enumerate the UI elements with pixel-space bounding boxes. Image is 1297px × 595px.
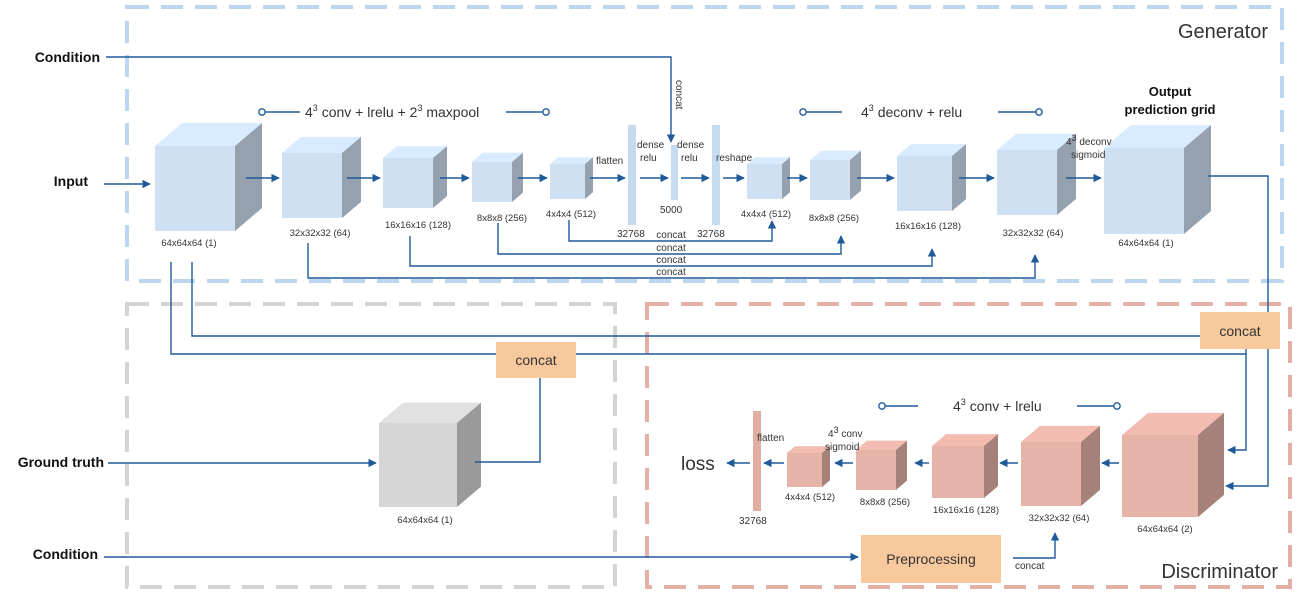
- disc-n32768: 32768: [739, 516, 767, 527]
- dec-dim-4: 32x32x32 (64): [1003, 228, 1064, 239]
- svg-text:43 conv + lrelu: 43 conv + lrelu: [953, 397, 1042, 414]
- condition-top-label: Condition: [35, 49, 100, 65]
- skip-concat-3: concat: [656, 255, 686, 266]
- generator-section: [125, 5, 1284, 283]
- enc-dim-1: 64x64x64 (1): [161, 238, 216, 249]
- enc-cube-3: [383, 146, 447, 208]
- enc-dim-2: 32x32x32 (64): [290, 228, 351, 239]
- enc-dim-4: 8x8x8 (256): [477, 213, 527, 224]
- dec-cube-3: [897, 144, 966, 211]
- dec-cube-2: [810, 150, 861, 200]
- disc-dim-3: 16x16x16 (128): [933, 505, 999, 516]
- skip-4: [307, 243, 1040, 279]
- output-title-2: prediction grid: [1125, 102, 1216, 117]
- dense1-line2: relu: [640, 153, 657, 164]
- disc-dim-4: 8x8x8 (256): [860, 497, 910, 508]
- dec-dim-2: 8x8x8 (256): [809, 213, 859, 224]
- last-deconv-line2: sigmoid: [1071, 150, 1105, 161]
- middle-section: [125, 302, 617, 589]
- gt-cube: [379, 402, 481, 507]
- disc-header: 43 conv + lrelu: [878, 397, 1121, 414]
- input-label: Input: [54, 173, 89, 189]
- dec-dim-5: 64x64x64 (1): [1118, 238, 1173, 249]
- dense2-line1: dense: [677, 140, 705, 151]
- ground-truth-label: Ground truth: [18, 454, 104, 470]
- reshape-bar: [712, 125, 720, 225]
- discriminator-section: [645, 302, 1292, 589]
- disc-sigmoid-line2: sigmoid: [825, 442, 859, 453]
- n5000: 5000: [660, 205, 683, 216]
- enc-cube-4: [472, 152, 523, 202]
- discriminator-label: Discriminator: [1161, 561, 1278, 583]
- output-title-1: Output: [1149, 84, 1192, 99]
- gt-dim: 64x64x64 (1): [397, 515, 452, 526]
- skip-2: [497, 223, 846, 255]
- skip-concat-2: concat: [656, 243, 686, 254]
- disc-cube-4: [856, 440, 907, 490]
- dec-dim-1: 4x4x4 (512): [741, 209, 791, 220]
- disc-concat-label: concat: [1219, 323, 1260, 339]
- disc-flatten-label: flatten: [757, 433, 784, 444]
- disc-flatten-bar: [753, 411, 761, 511]
- dec-header: 43 deconv + relu: [799, 103, 1043, 120]
- disc-cube-2: [1021, 425, 1100, 506]
- condition-bottom-label: Condition: [33, 546, 98, 562]
- generator-label: Generator: [1178, 21, 1268, 43]
- preproc-concat-label: concat: [1015, 561, 1045, 572]
- disc-cube-5: [787, 446, 830, 487]
- preprocessing-label: Preprocessing: [886, 551, 976, 567]
- n32768a: 32768: [617, 229, 645, 240]
- connections-layer: [104, 56, 1269, 562]
- dec-cube-4: [997, 133, 1076, 215]
- dim-labels-layer: 64x64x64 (1) 32x32x32 (64) 16x16x16 (128) 8…: [161, 209, 1192, 535]
- loss-label: loss: [681, 454, 715, 475]
- disc-concat-box: [1200, 312, 1280, 349]
- dense-bar: [671, 145, 678, 200]
- disc-cube-1: [1122, 412, 1224, 517]
- enc-dim-3: 16x16x16 (128): [385, 220, 451, 231]
- n32768b: 32768: [697, 229, 725, 240]
- preproc-out: [1013, 532, 1060, 559]
- flatten-bar: [628, 125, 636, 225]
- skip-3: [409, 236, 937, 267]
- disc-dim-1: 64x64x64 (2): [1137, 524, 1192, 535]
- svg-text:43 conv + lrelu + 23 maxpool: 43 conv + lrelu + 23 maxpool: [305, 103, 479, 120]
- enc-header: 43 conv + lrelu + 23 maxpool: [258, 103, 550, 120]
- disc-dim-5: 4x4x4 (512): [785, 492, 835, 503]
- skip-concat-4: concat: [656, 267, 686, 278]
- flatten-label: flatten: [596, 156, 623, 167]
- reshape-label: reshape: [716, 153, 753, 164]
- dense2-line2: relu: [681, 153, 698, 164]
- svg-text:43 deconv + relu: 43 deconv + relu: [861, 103, 962, 120]
- enc-cube-1: [155, 123, 262, 231]
- input-to-mid: [170, 262, 496, 355]
- dec-cube-1: [747, 157, 790, 199]
- skip-1: [568, 220, 777, 242]
- last-deconv-line1: 43 deconv: [1066, 133, 1112, 148]
- dense1-line1: dense: [637, 140, 665, 151]
- input-to-disc: [191, 262, 1200, 337]
- disc-concat-down: [1227, 349, 1247, 455]
- disc-dim-2: 32x32x32 (64): [1029, 513, 1090, 524]
- mid-concat-down: [475, 378, 541, 463]
- concat-top-label: concat: [673, 80, 684, 110]
- middle-concat-label: concat: [515, 352, 556, 368]
- disc-cube-3: [932, 434, 998, 498]
- preprocessing-box: [861, 535, 1001, 583]
- dec-dim-3: 16x16x16 (128): [895, 221, 961, 232]
- middle-concat-box: [496, 342, 576, 378]
- skip-concat-1: concat: [656, 230, 686, 241]
- enc-dim-5: 4x4x4 (512): [546, 209, 596, 220]
- condition-top-line: [106, 56, 676, 143]
- disc-sigmoid-line1: 43 conv: [828, 425, 862, 440]
- enc-cube-5: [550, 157, 593, 199]
- dec-cube-5: [1104, 125, 1211, 234]
